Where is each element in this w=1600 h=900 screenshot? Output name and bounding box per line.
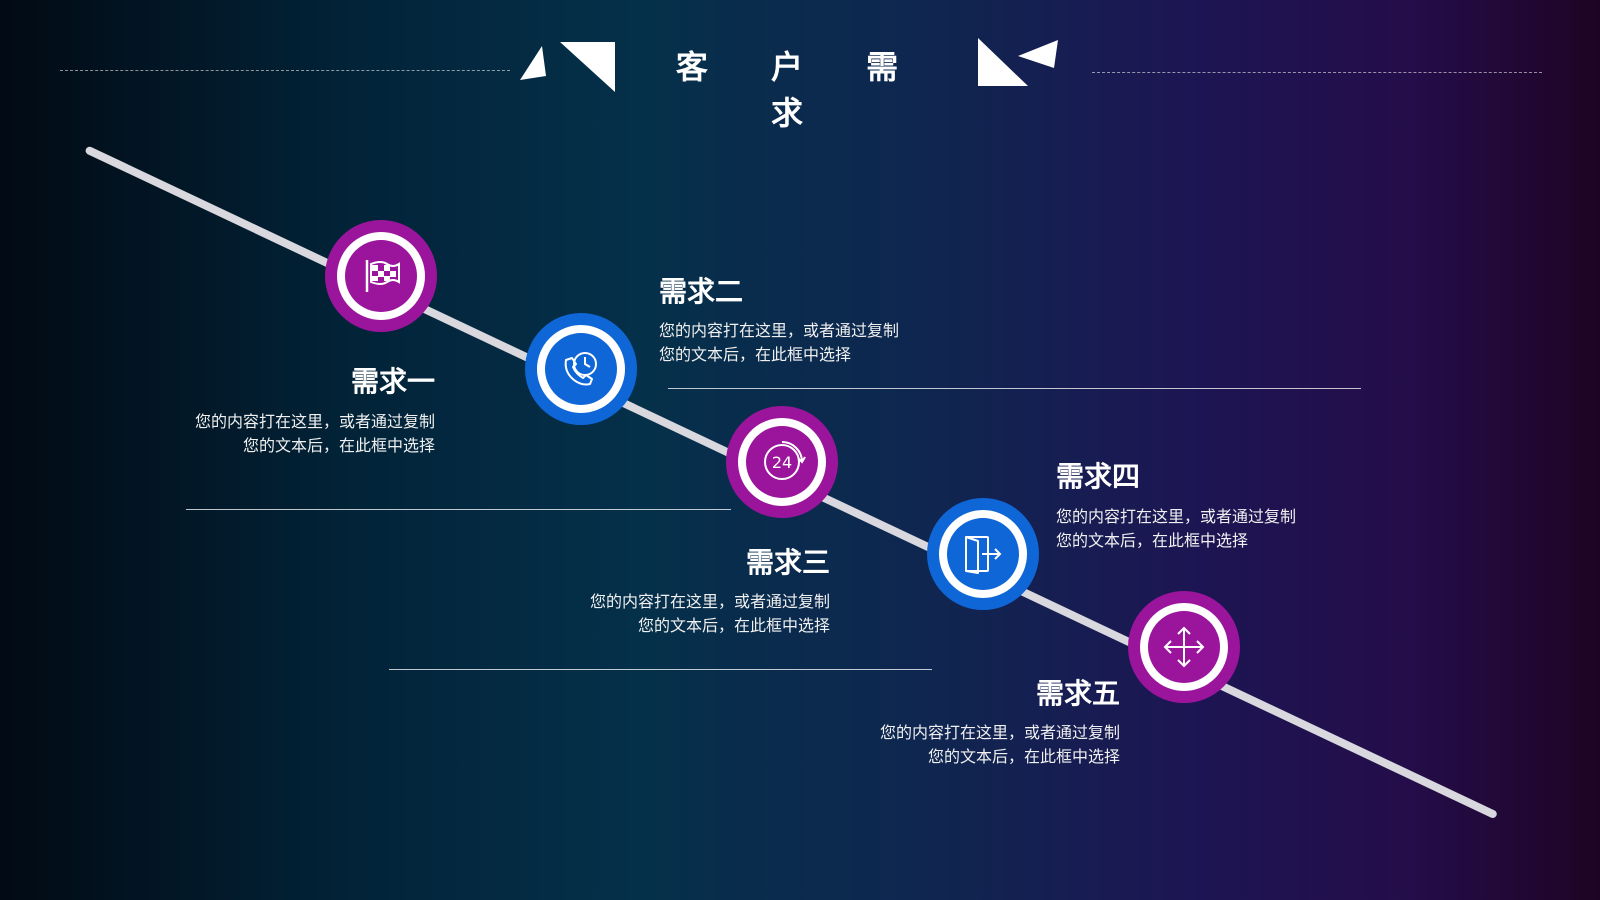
need-1-node <box>325 220 437 332</box>
need-5-title: 需求五 <box>1035 677 1120 710</box>
need-3-node: 24 <box>726 406 838 518</box>
svg-text:24: 24 <box>772 453 792 472</box>
need-2-description-line1: 您的内容打在这里，或者通过复制 <box>659 321 900 340</box>
need-2-description-line2: 您的文本后，在此框中选择 <box>659 345 852 364</box>
24-hour-icon: 24 <box>764 441 806 480</box>
need-2-title: 需求二 <box>659 275 744 308</box>
header-dashed-line-left <box>60 70 510 71</box>
need-1-description-line1: 您的内容打在这里，或者通过复制 <box>194 412 435 431</box>
need-4-description-line1: 您的内容打在这里，或者通过复制 <box>1056 507 1297 526</box>
need-3-description-line1: 您的内容打在这里，或者通过复制 <box>589 592 830 611</box>
checkered-flag-icon <box>365 260 400 292</box>
need-5-node <box>1128 591 1240 703</box>
move-arrows-icon <box>1163 626 1205 668</box>
phone-clock-icon <box>564 352 597 386</box>
header-triangles-right <box>978 38 1058 86</box>
need-4-title: 需求四 <box>1056 460 1141 493</box>
separator-line <box>389 669 932 670</box>
header-triangles-left <box>520 42 615 92</box>
need-1-description-line2: 您的文本后，在此框中选择 <box>242 436 435 455</box>
need-5-description-line2: 您的文本后，在此框中选择 <box>927 747 1120 766</box>
page-title: 客 户 需 求 <box>675 48 925 132</box>
need-5-description-line1: 您的内容打在这里，或者通过复制 <box>879 723 1120 742</box>
need-4-description-line2: 您的文本后，在此框中选择 <box>1056 531 1249 550</box>
exit-door-icon <box>965 536 1002 574</box>
need-1-title: 需求一 <box>350 365 435 398</box>
separator-line <box>186 509 731 510</box>
header-dashed-line-right <box>1092 72 1542 73</box>
need-4-node <box>927 498 1039 610</box>
need-2-node <box>525 313 637 425</box>
separator-line <box>668 388 1361 389</box>
need-3-description-line2: 您的文本后，在此框中选择 <box>637 616 830 635</box>
need-3-title: 需求三 <box>745 546 830 579</box>
